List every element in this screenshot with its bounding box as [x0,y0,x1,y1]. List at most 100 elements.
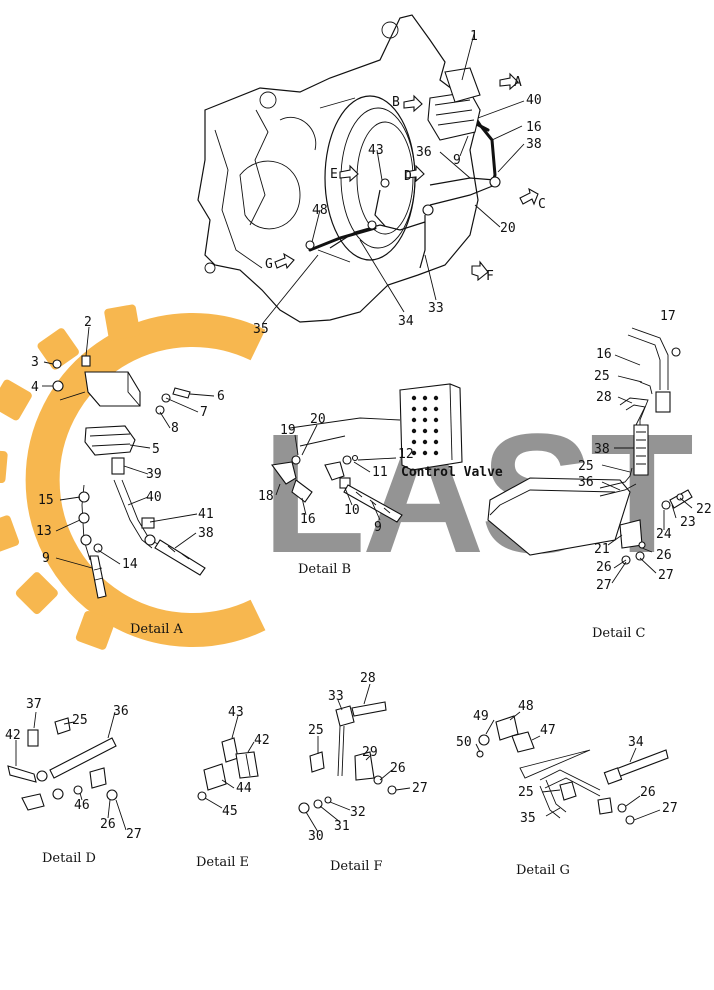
callout-2: 2 [84,315,92,330]
callout-49: 49 [473,709,489,724]
callout-29: 29 [362,745,378,760]
valve-port [422,406,428,412]
callout-42: 42 [254,733,270,748]
main-callouts: 1 40 16 38 9 36 43 20 48 33 34 35 A B C … [253,29,546,337]
gear-tooth-2 [15,572,58,615]
detail-f-callouts: 28 33 25 29 26 27 32 31 30 Detail F [308,671,428,874]
detail-a-callouts: 2 3 4 6 7 8 5 39 15 40 41 38 13 14 9 Det… [31,315,225,637]
valve-port [433,439,439,445]
valve-port [411,417,417,423]
valve-port [422,428,428,434]
callout-35: 35 [253,322,269,337]
gear-tooth-4 [0,449,8,484]
callout-40: 40 [526,93,542,108]
detail-d-drawing [7,711,127,831]
callout-31: 31 [334,819,350,834]
detail-c-drawing [487,327,693,584]
callout-26: 26 [100,817,116,832]
callout-26b: 26 [656,548,672,563]
caption-detail-f: Detail F [330,859,383,874]
callout-27: 27 [596,578,612,593]
detail-c-callouts: 17 16 25 28 38 25 36 22 23 24 21 26 26 2… [578,309,712,641]
gear-tooth-3 [0,515,20,555]
callout-43: 43 [228,705,244,720]
arrow-label-a: A [514,75,522,90]
control-valve-label: Control Valve [401,465,503,480]
callout-21: 21 [594,542,610,557]
callout-35: 35 [520,811,536,826]
callout-41: 41 [198,507,214,522]
arrow-label-e: E [330,167,338,182]
callout-48: 48 [312,203,328,218]
callout-12: 12 [398,447,414,462]
callout-36: 36 [578,475,594,490]
callout-33: 33 [428,301,444,316]
callout-11: 11 [372,465,388,480]
callout-4: 4 [31,380,39,395]
valve-port [433,450,439,456]
callout-5: 5 [152,442,160,457]
valve-port [422,450,428,456]
detail-b-drawing [271,383,463,523]
arrow-label-b: B [392,95,400,110]
callout-46: 46 [74,798,90,813]
valve-port [433,417,439,423]
callout-28: 28 [596,390,612,405]
gear-tooth-6 [37,328,79,370]
callout-1: 1 [470,29,478,44]
callout-43: 43 [368,143,384,158]
callout-34: 34 [628,735,644,750]
callout-48: 48 [518,699,534,714]
callout-10: 10 [344,503,360,518]
caption-detail-g: Detail G [516,863,570,878]
valve-port [411,450,417,456]
callout-19: 19 [280,423,296,438]
callout-34: 34 [398,314,414,329]
callout-27b: 27 [658,568,674,583]
detail-b-callouts: 20 19 12 11 18 16 10 9 Control Valve Det… [258,412,503,577]
callout-3: 3 [31,355,39,370]
callout-26: 26 [596,560,612,575]
callout-26: 26 [640,785,656,800]
arrow-label-c: C [538,197,546,212]
callout-18: 18 [258,489,274,504]
callout-45: 45 [222,804,238,819]
callout-27: 27 [662,801,678,816]
detail-f-drawing [298,683,411,833]
caption-detail-d: Detail D [42,851,96,866]
valve-port [433,428,439,434]
valve-port [433,406,439,412]
callout-25: 25 [72,713,88,728]
callout-38: 38 [594,442,610,457]
callout-36: 36 [113,704,129,719]
callout-16: 16 [300,512,316,527]
callout-7: 7 [200,405,208,420]
callout-42: 42 [5,728,21,743]
gear-tooth-1 [75,610,115,650]
callout-22: 22 [696,502,712,517]
watermark-gear-logo [0,304,266,650]
main-assembly-drawing [197,14,539,324]
callout-28: 28 [360,671,376,686]
gear-tooth-7 [104,304,141,341]
callout-27: 27 [412,781,428,796]
callout-47: 47 [540,723,556,738]
caption-detail-c: Detail C [592,626,646,641]
callout-9: 9 [42,551,50,566]
callout-33: 33 [328,689,344,704]
valve-port [422,395,428,401]
detail-a-drawing [42,326,215,599]
callout-38: 38 [198,526,214,541]
callout-14: 14 [122,557,138,572]
detail-g-callouts: 48 49 47 50 34 25 26 35 27 Detail G [456,699,678,878]
callout-25b: 25 [578,459,594,474]
callout-13: 13 [36,524,52,539]
callout-40: 40 [146,490,162,505]
valve-port [411,406,417,412]
detail-g-drawing [475,711,669,825]
valve-port [411,428,417,434]
callout-16: 16 [596,347,612,362]
callout-6: 6 [217,389,225,404]
arrow-label-g: G [265,257,273,272]
